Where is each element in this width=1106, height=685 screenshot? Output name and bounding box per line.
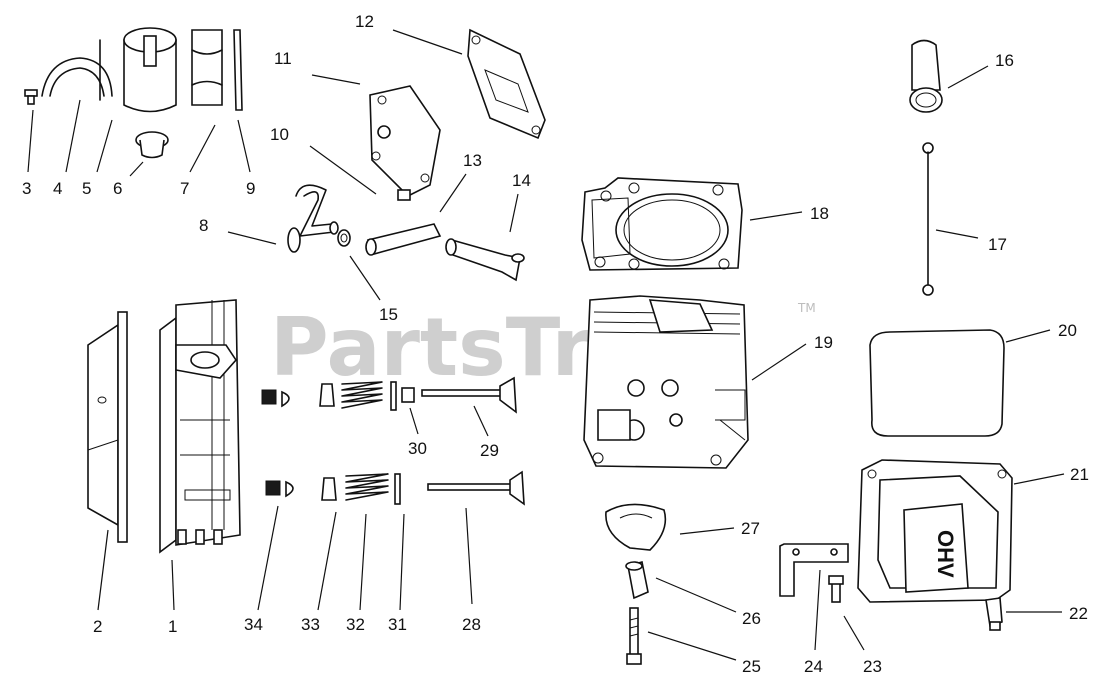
part-31-retainer[interactable] (394, 473, 401, 505)
ohv-emblem: OHV (933, 530, 958, 578)
part-25-bolt[interactable] (626, 607, 642, 665)
part-28-exhaust-valve[interactable] (427, 470, 525, 506)
callout-8[interactable]: 8 (199, 216, 208, 235)
part-33-seal[interactable] (321, 477, 337, 501)
callout-22[interactable]: 22 (1069, 604, 1088, 623)
callout-29[interactable]: 29 (480, 441, 499, 460)
part-4-clamp[interactable] (41, 39, 113, 101)
callout-3[interactable]: 3 (22, 179, 31, 198)
callout-33[interactable]: 33 (301, 615, 320, 634)
callout-18[interactable]: 18 (810, 204, 829, 223)
callout-14[interactable]: 14 (512, 171, 531, 190)
callout-9[interactable]: 9 (246, 179, 255, 198)
part-17-push-rod[interactable] (922, 142, 934, 296)
part-34-keeper[interactable] (265, 480, 294, 498)
callout-23[interactable]: 23 (863, 657, 882, 676)
callout-13[interactable]: 13 (463, 151, 482, 170)
callout-25[interactable]: 25 (742, 657, 761, 676)
callout-4[interactable]: 4 (53, 179, 62, 198)
part-26-spacer[interactable] (625, 560, 649, 600)
part-20-cover-gasket[interactable] (869, 329, 1005, 437)
part-retainer-keeper-upper[interactable] (261, 389, 290, 408)
part-10-fitting[interactable] (397, 189, 411, 201)
callout-5[interactable]: 5 (82, 179, 91, 198)
part-16-push-rod-guide[interactable] (909, 39, 943, 113)
callout-7[interactable]: 7 (180, 179, 189, 198)
part-21-valve-cover[interactable]: OHV (857, 459, 1013, 603)
watermark-trademark: TM (797, 301, 816, 315)
part-5-breather-canister[interactable] (123, 27, 177, 113)
callout-10[interactable]: 10 (270, 125, 289, 144)
part-9-gasket[interactable] (233, 29, 243, 111)
part-32-spring[interactable] (345, 473, 389, 501)
part-13-hose[interactable] (365, 223, 442, 256)
callout-6[interactable]: 6 (113, 179, 122, 198)
part-7-filter-element[interactable] (191, 29, 223, 106)
callout-26[interactable]: 26 (742, 609, 761, 628)
part-11-breather-cover[interactable] (369, 85, 441, 197)
part-1-cylinder-block[interactable] (159, 299, 241, 554)
part-19-cylinder-head[interactable] (583, 295, 749, 469)
part-18-head-gasket[interactable] (581, 177, 743, 271)
part-seal-upper[interactable] (319, 383, 335, 407)
callout-20[interactable]: 20 (1058, 321, 1077, 340)
callout-12[interactable]: 12 (355, 12, 374, 31)
part-14-hose[interactable] (445, 238, 525, 282)
part-15-clamp-small[interactable] (337, 229, 351, 247)
callout-1[interactable]: 1 (168, 617, 177, 636)
part-spring-upper[interactable] (341, 381, 383, 409)
part-3-screw[interactable] (24, 89, 38, 105)
part-6-grommet[interactable] (135, 131, 169, 159)
callout-15[interactable]: 15 (379, 305, 398, 324)
part-8-elbow-hose[interactable] (287, 184, 339, 253)
callout-24[interactable]: 24 (804, 657, 823, 676)
part-27-deflector[interactable] (605, 503, 667, 551)
part-washer-upper[interactable] (390, 381, 397, 411)
callout-11[interactable]: 11 (274, 49, 292, 68)
callout-34[interactable]: 34 (244, 615, 263, 634)
callout-28[interactable]: 28 (462, 615, 481, 634)
part-29-intake-valve[interactable] (421, 376, 517, 414)
callout-labels: 3 4 5 6 7 9 8 11 10 12 13 14 15 16 17 18… (22, 12, 1089, 676)
part-22-bolt[interactable] (985, 597, 1003, 631)
part-30-seal[interactable] (401, 387, 415, 403)
part-23-screw[interactable] (828, 575, 844, 603)
leader-lines (27, 29, 1065, 661)
callout-19[interactable]: 19 (814, 333, 833, 352)
part-12-breather-plate[interactable] (467, 28, 546, 140)
callout-21[interactable]: 21 (1070, 465, 1089, 484)
part-24-bracket[interactable] (779, 543, 849, 597)
callout-17[interactable]: 17 (988, 235, 1007, 254)
callout-2[interactable]: 2 (93, 617, 102, 636)
part-2-cylinder-shield[interactable] (87, 311, 128, 543)
callout-16[interactable]: 16 (995, 51, 1014, 70)
callout-31[interactable]: 31 (388, 615, 407, 634)
callout-32[interactable]: 32 (346, 615, 365, 634)
callout-30[interactable]: 30 (408, 439, 427, 458)
callout-27[interactable]: 27 (741, 519, 760, 538)
